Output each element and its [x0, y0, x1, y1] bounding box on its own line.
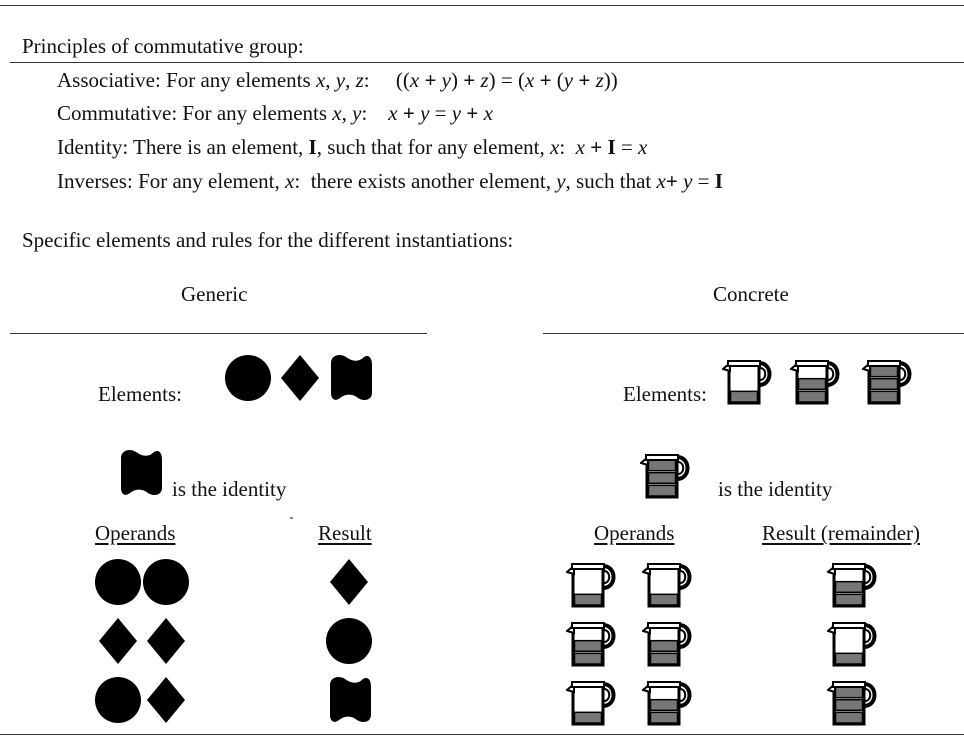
- pitcher-1-of-3-icon: [642, 563, 692, 608]
- commutative-prefix: For any elements: [182, 101, 328, 125]
- diamond-icon: [147, 677, 185, 723]
- bottom-rule: [0, 734, 964, 735]
- top-rule: [0, 5, 964, 6]
- concrete-elements-label: Elements:: [623, 382, 707, 406]
- circle-icon: [225, 355, 271, 401]
- pitcher-2-of-3-icon: [790, 360, 840, 405]
- wave-icon: [330, 677, 371, 723]
- pitcher-1-of-3-icon: [566, 563, 616, 608]
- stray-dot: [290, 517, 293, 519]
- generic-result-header: Result: [318, 521, 372, 545]
- diamond-icon: [147, 618, 185, 664]
- principles-rule: [10, 62, 964, 63]
- principles-heading: Principles of commutative group:: [22, 34, 304, 58]
- identity-line: Identity: There is an element, I, such t…: [57, 135, 648, 159]
- identity-label: Identity:: [57, 135, 129, 159]
- concrete-rule: [543, 333, 964, 334]
- generic-elements-label: Elements:: [98, 382, 182, 406]
- pitcher-full-icon: [640, 454, 690, 499]
- associative-line: Associative: For any elements x, y, z: (…: [57, 68, 618, 92]
- pitcher-2-of-3-icon: [566, 622, 616, 667]
- concrete-title: Concrete: [713, 282, 789, 306]
- wave-icon: [121, 450, 162, 496]
- concrete-identity-caption: is the identity: [718, 477, 833, 501]
- pitcher-full-icon: [827, 681, 877, 726]
- diamond-icon: [99, 618, 137, 664]
- identity-symbol: I: [308, 135, 317, 159]
- generic-rule: [10, 333, 427, 334]
- identity-text-a: There is an element,: [133, 135, 304, 159]
- inverses-label: Inverses:: [57, 169, 133, 193]
- generic-title: Generic: [181, 282, 248, 306]
- associative-prefix: For any elements: [166, 68, 311, 92]
- pitcher-1-of-3-icon: [827, 622, 877, 667]
- identity-symbol-2: I: [607, 135, 616, 159]
- inverses-text-a: For any element,: [138, 169, 280, 193]
- identity-text-b: such that for any element,: [327, 135, 545, 159]
- section-heading: Specific elements and rules for the diff…: [22, 228, 514, 252]
- diamond-icon: [281, 355, 319, 401]
- generic-identity-caption: is the identity: [172, 477, 287, 501]
- inverses-symbol: I: [714, 169, 723, 193]
- diamond-icon: [330, 559, 368, 605]
- commutative-line: Commutative: For any elements x, y: x + …: [57, 101, 493, 125]
- circle-icon: [95, 559, 141, 605]
- wave-icon: [331, 355, 372, 401]
- circle-icon: [143, 559, 189, 605]
- inverses-text-b: there exists another element,: [310, 169, 551, 193]
- pitcher-1-of-3-icon: [566, 681, 616, 726]
- concrete-result-header: Result (remainder): [762, 521, 921, 545]
- associative-label: Associative:: [57, 68, 161, 92]
- pitcher-full-icon: [862, 360, 912, 405]
- inverses-text-c: such that: [576, 169, 652, 193]
- inverses-line: Inverses: For any element, x: there exis…: [57, 169, 723, 193]
- pitcher-1-of-3-icon: [722, 360, 772, 405]
- pitcher-2-of-3-icon: [642, 681, 692, 726]
- circle-icon: [326, 618, 372, 664]
- concrete-operands-header: Operands: [594, 521, 675, 545]
- generic-operands-header: Operands: [95, 521, 176, 545]
- commutative-label: Commutative:: [57, 101, 178, 125]
- pitcher-2-of-3-icon: [827, 563, 877, 608]
- pitcher-2-of-3-icon: [642, 622, 692, 667]
- circle-icon: [95, 677, 141, 723]
